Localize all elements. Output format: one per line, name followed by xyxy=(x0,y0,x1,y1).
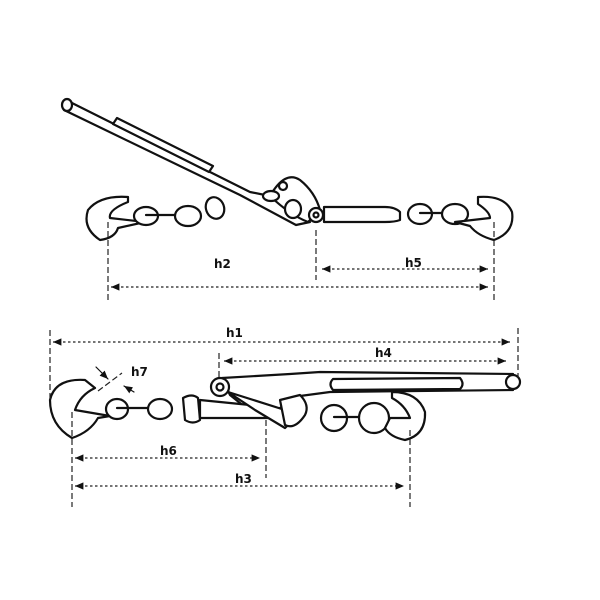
right-hook xyxy=(383,390,427,442)
left-chain xyxy=(132,196,226,228)
closed-binder-drawing xyxy=(48,370,522,442)
right-hook xyxy=(453,195,514,242)
open-dimensions: h2 h5 xyxy=(107,222,495,302)
h5-label: h5 xyxy=(405,256,422,270)
pivot-and-rod xyxy=(307,205,402,224)
handle xyxy=(60,97,322,227)
lever-arm xyxy=(226,390,308,430)
right-chain xyxy=(406,202,470,226)
h2-label: h2 xyxy=(214,257,231,271)
h6-label: h6 xyxy=(160,444,177,458)
left-hook xyxy=(48,378,112,440)
h7-guide-line xyxy=(97,372,123,392)
h1-label: h1 xyxy=(226,326,243,340)
h4-label: h4 xyxy=(375,346,392,360)
h7-label: h7 xyxy=(131,365,148,379)
left-hook xyxy=(85,195,147,242)
right-chain xyxy=(319,401,391,435)
open-binder-drawing xyxy=(60,97,514,242)
h3-label: h3 xyxy=(235,472,252,486)
closed-dimensions: h1 h4 h7 h6 h3 xyxy=(49,326,519,507)
